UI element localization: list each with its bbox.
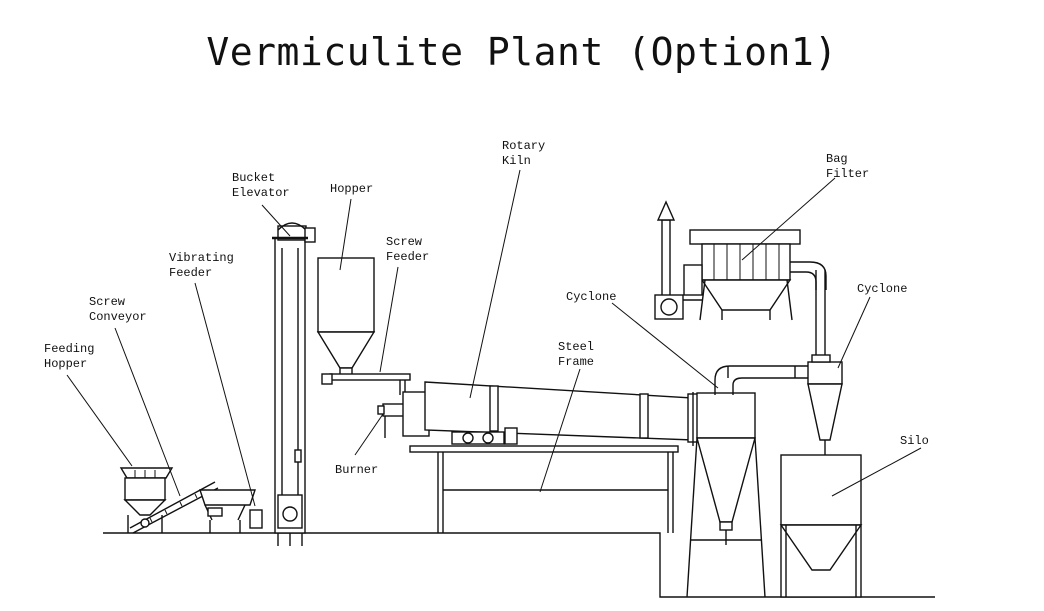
label-cyclone-2: Cyclone — [857, 282, 907, 296]
label-screw-conveyor: Screw Conveyor — [89, 295, 147, 324]
svg-text:Feeder: Feeder — [169, 266, 212, 280]
burner — [377, 391, 430, 438]
label-rotary-kiln: Rotary Kiln — [502, 139, 545, 168]
label-vibrating-feeder: Vibrating Feeder — [169, 251, 234, 280]
svg-text:Hopper: Hopper — [330, 182, 373, 196]
label-bucket-elevator: Bucket Elevator — [232, 171, 290, 200]
label-hopper: Hopper — [330, 182, 373, 196]
leader-lines — [66, 169, 922, 507]
screw-feeder — [321, 373, 411, 395]
svg-text:Burner: Burner — [335, 463, 378, 477]
label-bag-filter: Bag Filter — [826, 152, 869, 181]
silo — [779, 454, 863, 598]
svg-text:Cyclone: Cyclone — [857, 282, 907, 296]
svg-text:Screw: Screw — [386, 235, 423, 249]
cyclone-2 — [807, 270, 843, 455]
svg-text:Bag: Bag — [826, 152, 848, 166]
label-screw-feeder: Screw Feeder — [386, 235, 429, 264]
svg-text:Vibrating: Vibrating — [169, 251, 234, 265]
label-cyclone-1: Cyclone — [566, 290, 616, 304]
label-feeding-hopper: Feeding Hopper — [44, 342, 94, 371]
hopper — [316, 257, 376, 376]
bucket-elevator — [272, 222, 316, 546]
label-steel-frame: Steel Frame — [558, 340, 594, 369]
fan-chimney — [654, 200, 703, 320]
svg-text:Filter: Filter — [826, 167, 869, 181]
vibrating-feeder — [199, 489, 263, 533]
svg-text:Elevator: Elevator — [232, 186, 290, 200]
diagram-title: Vermiculite Plant (Option1) — [206, 30, 838, 74]
cyclone-1 — [686, 392, 766, 598]
svg-text:Cyclone: Cyclone — [566, 290, 616, 304]
duct — [714, 365, 812, 395]
bag-filter — [689, 229, 827, 321]
svg-text:Steel: Steel — [558, 340, 594, 354]
feeding-hopper — [119, 467, 174, 533]
label-silo: Silo — [900, 434, 929, 448]
svg-text:Screw: Screw — [89, 295, 126, 309]
svg-text:Conveyor: Conveyor — [89, 310, 147, 324]
svg-text:Bucket: Bucket — [232, 171, 275, 185]
svg-text:Feeding: Feeding — [44, 342, 94, 356]
label-burner: Burner — [335, 463, 378, 477]
svg-text:Feeder: Feeder — [386, 250, 429, 264]
kiln-drive — [451, 427, 518, 445]
svg-text:Silo: Silo — [900, 434, 929, 448]
svg-text:Hopper: Hopper — [44, 357, 87, 371]
svg-text:Frame: Frame — [558, 355, 594, 369]
svg-text:Rotary: Rotary — [502, 139, 545, 153]
steel-frame — [409, 445, 679, 533]
svg-text:Kiln: Kiln — [502, 154, 531, 168]
